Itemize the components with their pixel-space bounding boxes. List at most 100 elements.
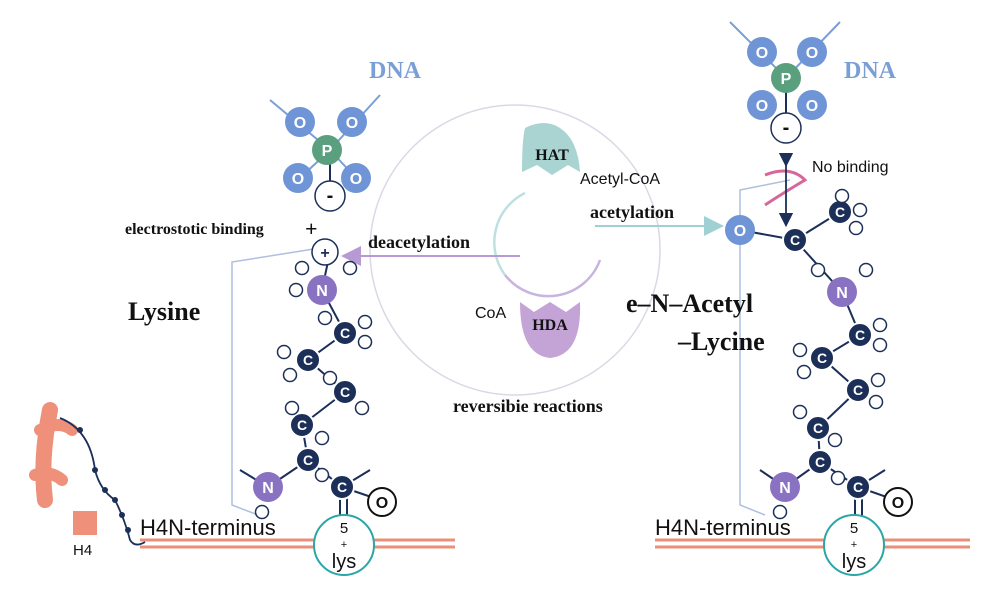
left-phosphorus-symbol: P xyxy=(322,143,333,160)
right-phosphate-oxygen-4-atom: O xyxy=(797,90,827,120)
right-hydrogen-9-atom xyxy=(796,364,812,380)
lys-number-left: 5 xyxy=(340,520,348,537)
lys-circle-right xyxy=(823,514,885,576)
left-phosphate-oxygen-3-symbol: O xyxy=(292,171,304,188)
membrane-left xyxy=(140,538,455,549)
lys-plus-right: + xyxy=(851,539,857,551)
right-hydrogen-7-atom xyxy=(872,337,888,353)
right-backbone-nitrogen-atom: N xyxy=(770,472,800,502)
histone-h4-tail xyxy=(29,402,146,546)
acetyl-lysine-label-line1: e–N–Acetyl xyxy=(626,289,753,318)
lys-plus-left: + xyxy=(341,539,347,551)
right-carbon-alpha-symbol: C xyxy=(815,454,825,470)
right-hydrogen-5-atom xyxy=(858,262,874,278)
right-amide-nitrogen-symbol: N xyxy=(836,285,848,302)
right-hydrogen-3-atom xyxy=(848,220,864,236)
left-hydrogen-1-atom xyxy=(294,260,310,276)
lys-name-left: lys xyxy=(332,551,356,573)
right-hydrogen-11-atom xyxy=(868,394,884,410)
dna-label-left: DNA xyxy=(369,58,422,84)
right-hydrogen-8-atom xyxy=(792,342,808,358)
right-acetyl-oxygen-symbol: O xyxy=(734,223,746,240)
left-hydrogen-8-atom xyxy=(282,367,298,383)
left-amino-nitrogen-atom: N xyxy=(307,275,337,305)
right-amide-nitrogen-atom: N xyxy=(827,277,857,307)
right-negative-charge-atom: - xyxy=(770,112,802,144)
right-phosphate-oxygen-3-symbol: O xyxy=(756,98,768,115)
left-hydrogen-7-atom xyxy=(276,344,292,360)
lys-name-right: lys xyxy=(842,551,866,573)
hda-label: HDA xyxy=(532,317,568,334)
lys-label-left: 5 + lys xyxy=(332,520,356,573)
right-phosphate-oxygen-2-symbol: O xyxy=(806,45,818,62)
right-carbon-alpha-atom: C xyxy=(807,449,833,475)
hat-label: HAT xyxy=(535,147,569,164)
right-phosphate-oxygen-1-symbol: O xyxy=(756,45,768,62)
right-negative-charge-symbol: - xyxy=(783,117,790,139)
left-negative-charge-atom: - xyxy=(314,180,346,212)
left-carbonyl-oxygen-atom: O xyxy=(367,487,397,517)
right-carbon-2-atom: C xyxy=(809,345,835,371)
right-carbonyl-carbon-atom: C xyxy=(845,474,871,500)
right-methyl-carbon-symbol: C xyxy=(835,204,845,220)
left-hydrogen-11-atom xyxy=(284,400,300,416)
left-hydrogen-12-atom xyxy=(314,430,330,446)
left-carbonyl-carbon-atom: C xyxy=(329,474,355,500)
lys-circle-left xyxy=(313,514,375,576)
right-hydrogen-2-atom xyxy=(852,202,868,218)
right-hydrogen-10-atom xyxy=(870,372,886,388)
right-carbon-3-atom: C xyxy=(845,377,871,403)
left-backbone-nitrogen-atom: N xyxy=(253,472,283,502)
acetyl-coa-label: Acetyl-CoA xyxy=(580,171,660,188)
cycle-arc-hat xyxy=(493,191,526,276)
right-carbon-2-symbol: C xyxy=(817,350,827,366)
electrostatic-plus-sign: + xyxy=(305,216,318,241)
left-carbon-2-atom: C xyxy=(295,347,321,373)
right-phosphorus-atom: P xyxy=(771,63,801,93)
terminus-label-left: H4N-terminus xyxy=(140,515,276,540)
right-phosphate-oxygen-3-atom: O xyxy=(747,90,777,120)
hat-enzyme-shape xyxy=(522,123,580,175)
left-hydrogen-6-atom xyxy=(357,334,373,350)
left-hydrogen-3-atom xyxy=(288,282,304,298)
right-hydrogen-15-atom xyxy=(772,504,788,520)
right-carbonyl-oxygen-symbol: O xyxy=(892,495,904,512)
hda-enzyme-shape xyxy=(520,302,581,358)
right-phosphate-oxygen-2-atom: O xyxy=(797,37,827,67)
terminus-label-right: H4N-terminus xyxy=(655,515,791,540)
left-carbon-alpha-atom: C xyxy=(295,447,321,473)
right-carbon-3-symbol: C xyxy=(853,382,863,398)
left-phosphate-oxygen-2-symbol: O xyxy=(346,115,358,132)
left-negative-charge-symbol: - xyxy=(327,185,334,207)
right-phosphorus-symbol: P xyxy=(781,71,792,88)
left-phosphate-oxygen-2-atom: O xyxy=(337,107,367,137)
coa-label: CoA xyxy=(475,305,506,322)
left-carbon-1-atom: C xyxy=(332,320,358,346)
left-hydrogen-9-atom xyxy=(322,370,338,386)
left-hydrogen-13-atom xyxy=(314,467,330,483)
right-acetyl-oxygen-atom: O xyxy=(725,215,755,245)
left-positive-charge-atom: + xyxy=(311,238,339,266)
right-backbone-nitrogen-symbol: N xyxy=(779,480,791,497)
left-phosphate-oxygen-4-symbol: O xyxy=(350,171,362,188)
lysine-label: Lysine xyxy=(128,297,200,326)
left-carbon-4-atom: C xyxy=(289,412,315,438)
dna-label-right: DNA xyxy=(844,58,897,84)
no-binding-indicator xyxy=(764,152,808,228)
lys-label-right: 5 + lys xyxy=(842,520,866,573)
left-positive-charge-symbol: + xyxy=(320,245,329,262)
left-backbone-nitrogen-symbol: N xyxy=(262,480,274,497)
h4-label: H4 xyxy=(73,542,92,559)
left-hydrogen-2-atom xyxy=(342,260,358,276)
right-hydrogen-4-atom xyxy=(810,262,826,278)
left-phosphate-oxygen-3-atom: O xyxy=(283,163,313,193)
right-acetyl-carbon-atom: C xyxy=(782,227,808,253)
left-phosphate-oxygen-4-atom: O xyxy=(341,163,371,193)
right-hydrogen-13-atom xyxy=(827,432,843,448)
lys-number-right: 5 xyxy=(850,520,858,537)
right-hydrogen-12-atom xyxy=(792,404,808,420)
right-carbonyl-carbon-symbol: C xyxy=(853,479,863,495)
electrostatic-binding-label: electrostotic binding xyxy=(125,221,264,238)
